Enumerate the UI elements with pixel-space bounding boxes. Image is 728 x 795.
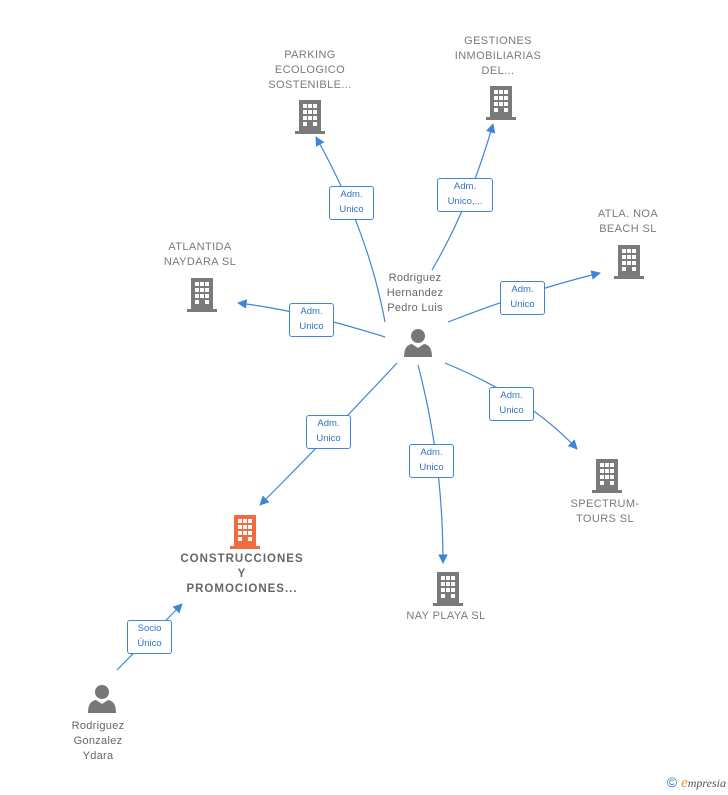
company-label-gestiones: GESTIONES INMOBILIARIAS DEL... xyxy=(454,35,542,77)
building-icon-gestiones[interactable] xyxy=(486,84,516,120)
company-label-spectrum: SPECTRUM- TOURS SL xyxy=(570,498,640,525)
person-label-rgy: Rodriguez Gonzalez Ydara xyxy=(71,720,125,762)
company-label-construcciones: CONSTRUCCIONES Y PROMOCIONES... xyxy=(180,553,304,595)
edge-label-parking[interactable]: Adm. Unico xyxy=(329,186,374,220)
building-icon-atlantida[interactable] xyxy=(187,276,217,312)
edge-label-socio[interactable]: Socio Único xyxy=(127,620,172,654)
company-node-nay[interactable]: NAY PLAYA SL xyxy=(386,609,506,624)
edge-line-parking xyxy=(315,136,386,323)
company-node-gestiones[interactable]: GESTIONES INMOBILIARIAS DEL... xyxy=(428,34,568,79)
edge-label-construcciones[interactable]: Adm. Unico xyxy=(306,415,351,449)
edge-label-atla[interactable]: Adm. Unico xyxy=(500,281,545,315)
company-node-atlantida[interactable]: ATLANTIDA NAYDARA SL xyxy=(145,240,255,270)
person-node-rhpl[interactable]: Rodriguez Hernandez Pedro Luis xyxy=(365,271,465,316)
building-icon-parking[interactable] xyxy=(295,98,325,134)
person-icon-rgy[interactable] xyxy=(87,683,117,713)
edge-label-gestiones[interactable]: Adm. Unico,... xyxy=(437,178,493,212)
building-icon-spectrum[interactable] xyxy=(592,457,622,493)
company-label-parking: PARKING ECOLOGICO SOSTENIBLE... xyxy=(268,49,352,91)
building-icon-construcciones[interactable] xyxy=(230,513,260,549)
company-node-atla[interactable]: ATLA. NOA BEACH SL xyxy=(578,207,678,237)
company-label-nay: NAY PLAYA SL xyxy=(406,610,486,622)
person-icon-rhpl[interactable] xyxy=(403,327,433,357)
edge-label-spectrum[interactable]: Adm. Unico xyxy=(489,387,534,421)
copyright-icon: © xyxy=(666,774,678,790)
person-label-rhpl: Rodriguez Hernandez Pedro Luis xyxy=(386,272,444,314)
company-node-construcciones[interactable]: CONSTRUCCIONES Y PROMOCIONES... xyxy=(167,552,317,597)
building-icon-nay[interactable] xyxy=(433,570,463,606)
company-label-atla: ATLA. NOA BEACH SL xyxy=(597,208,659,235)
company-node-parking[interactable]: PARKING ECOLOGICO SOSTENIBLE... xyxy=(245,48,375,93)
brand-initial: e xyxy=(681,775,688,791)
brand-name: mpresia xyxy=(687,776,726,790)
company-node-spectrum[interactable]: SPECTRUM- TOURS SL xyxy=(555,497,655,527)
edge-label-nay[interactable]: Adm. Unico xyxy=(409,444,454,478)
person-node-rgy[interactable]: Rodriguez Gonzalez Ydara xyxy=(48,719,148,764)
edge-label-atlantida[interactable]: Adm. Unico xyxy=(289,303,334,337)
empresia-brand[interactable]: ©empresia xyxy=(667,774,726,792)
company-label-atlantida: ATLANTIDA NAYDARA SL xyxy=(163,241,237,268)
building-icon-atla[interactable] xyxy=(614,243,644,279)
